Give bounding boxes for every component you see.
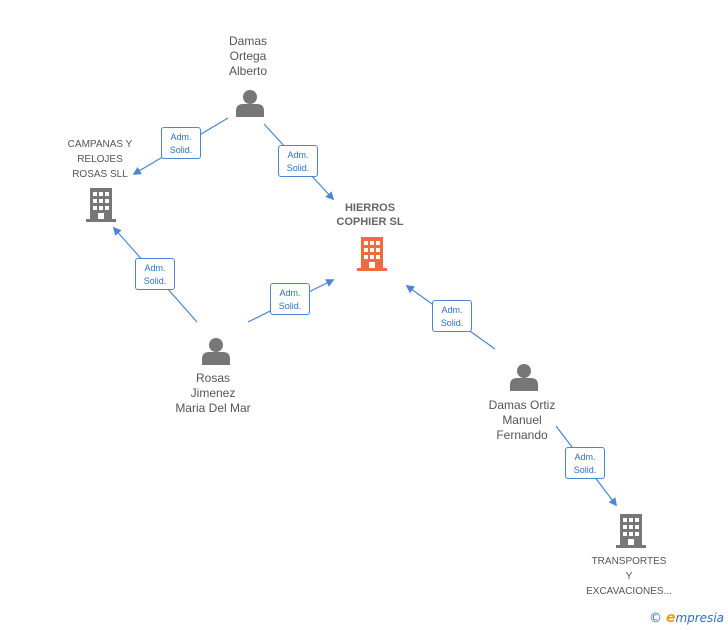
badge-line: Adm. [279,288,301,298]
badge-line: Solid. [169,145,193,155]
edge-badge[interactable]: Adm. Solid. [278,145,318,177]
node-label-damas-ortiz[interactable]: Damas Ortiz Manuel Fernando [472,398,572,443]
building-icon[interactable] [616,514,646,548]
edge-lines [112,117,618,507]
main-company-building-icon[interactable] [357,237,387,271]
badge-line: Solid. [286,163,310,173]
building-icon[interactable] [86,188,116,222]
brand-footer: ©empresia [649,610,724,626]
badge-line: Solid. [573,465,597,475]
brand-logo-text: mpresia [675,611,724,625]
person-icon[interactable] [236,90,264,117]
brand-logo-letter: e [665,610,676,626]
badge-line: Adm. [441,305,463,315]
node-label-transportes[interactable]: TRANSPORTES Y EXCAVACIONES... [574,554,684,599]
badge-line: Adm. [170,132,192,142]
label-line: RELOJES [77,154,123,165]
edge-badge[interactable]: Adm. Solid. [135,258,175,290]
person-icon[interactable] [510,364,538,391]
edge-badge[interactable]: Adm. Solid. [161,127,201,159]
label-line: Alberto [228,64,268,78]
label-line: Jimenez [190,386,236,400]
label-line: Maria Del Mar [175,401,251,415]
label-line: Ortega [229,49,267,63]
label-line: ROSAS SLL [72,169,128,180]
edge-badge[interactable]: Adm. Solid. [270,283,310,315]
label-line: CAMPANAS Y [67,139,133,150]
badge-line: Adm. [574,452,596,462]
badge-line: Solid. [143,276,167,286]
copyright-symbol: © [648,611,662,626]
node-label-rosas-jimenez[interactable]: Rosas Jimenez Maria Del Mar [163,371,263,416]
label-line: COPHIER SL [336,216,404,228]
node-label-campanas[interactable]: CAMPANAS Y RELOJES ROSAS SLL [55,137,145,182]
label-line: Damas Ortiz [488,398,556,412]
label-line: Y [625,571,633,582]
badge-line: Adm. [144,263,166,273]
badge-line: Solid. [278,301,302,311]
label-line: EXCAVACIONES... [586,586,672,597]
person-icon[interactable] [202,338,230,365]
label-line: Rosas [195,371,230,385]
edge-badge[interactable]: Adm. Solid. [565,447,605,479]
edge-badge[interactable]: Adm. Solid. [432,300,472,332]
label-line: Damas [228,34,267,48]
node-label-hierros[interactable]: HIERROS COPHIER SL [320,201,420,229]
label-line: Manuel [502,413,542,427]
label-line: HIERROS [344,202,396,214]
badge-line: Adm. [287,150,309,160]
badge-line: Solid. [440,318,464,328]
label-line: Fernando [496,428,548,442]
node-label-damas-ortega[interactable]: Damas Ortega Alberto [208,34,288,79]
label-line: TRANSPORTES [591,556,667,567]
